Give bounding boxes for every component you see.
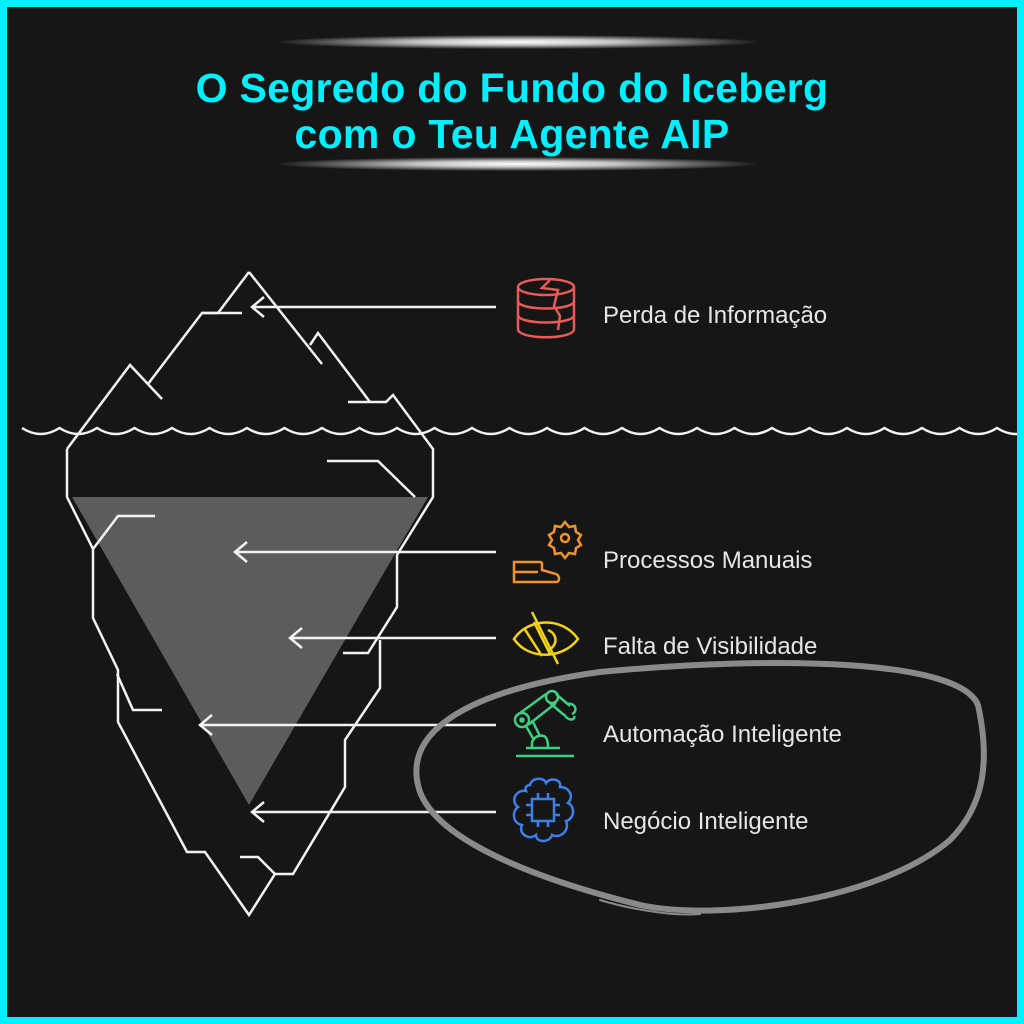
label-falta-visibilidade: Falta de Visibilidade [603, 633, 818, 660]
pointer-arrows [198, 296, 496, 823]
cracked-database-icon [516, 277, 576, 339]
arrow-automacao-inteligente [198, 714, 496, 736]
title-line-2: com o Teu Agente AIP [294, 111, 730, 157]
label-perda-informacao: Perda de Informação [603, 302, 828, 329]
arrow-negocio-inteligente [250, 801, 496, 823]
hidden-depth-triangle [72, 497, 428, 805]
title-line-1: O Segredo do Fundo do Iceberg [195, 65, 829, 111]
arrow-falta-visibilidade [288, 627, 496, 649]
water-wave-line [21, 426, 1017, 436]
arrow-perda-informacao [250, 296, 496, 318]
eye-slash-icon [512, 611, 580, 665]
brain-chip-icon [512, 777, 575, 843]
highlight-circle [413, 660, 987, 916]
label-processos-manuais: Processos Manuais [603, 547, 813, 574]
bottom-glow-divider [277, 157, 757, 171]
arrow-processos-manuais [233, 541, 496, 563]
label-negocio-inteligente: Negócio Inteligente [603, 808, 809, 835]
robot-arm-icon [513, 689, 577, 758]
top-glow-divider [277, 35, 757, 49]
hand-gear-icon [512, 519, 583, 584]
label-automacao-inteligente: Automação Inteligente [603, 721, 842, 748]
